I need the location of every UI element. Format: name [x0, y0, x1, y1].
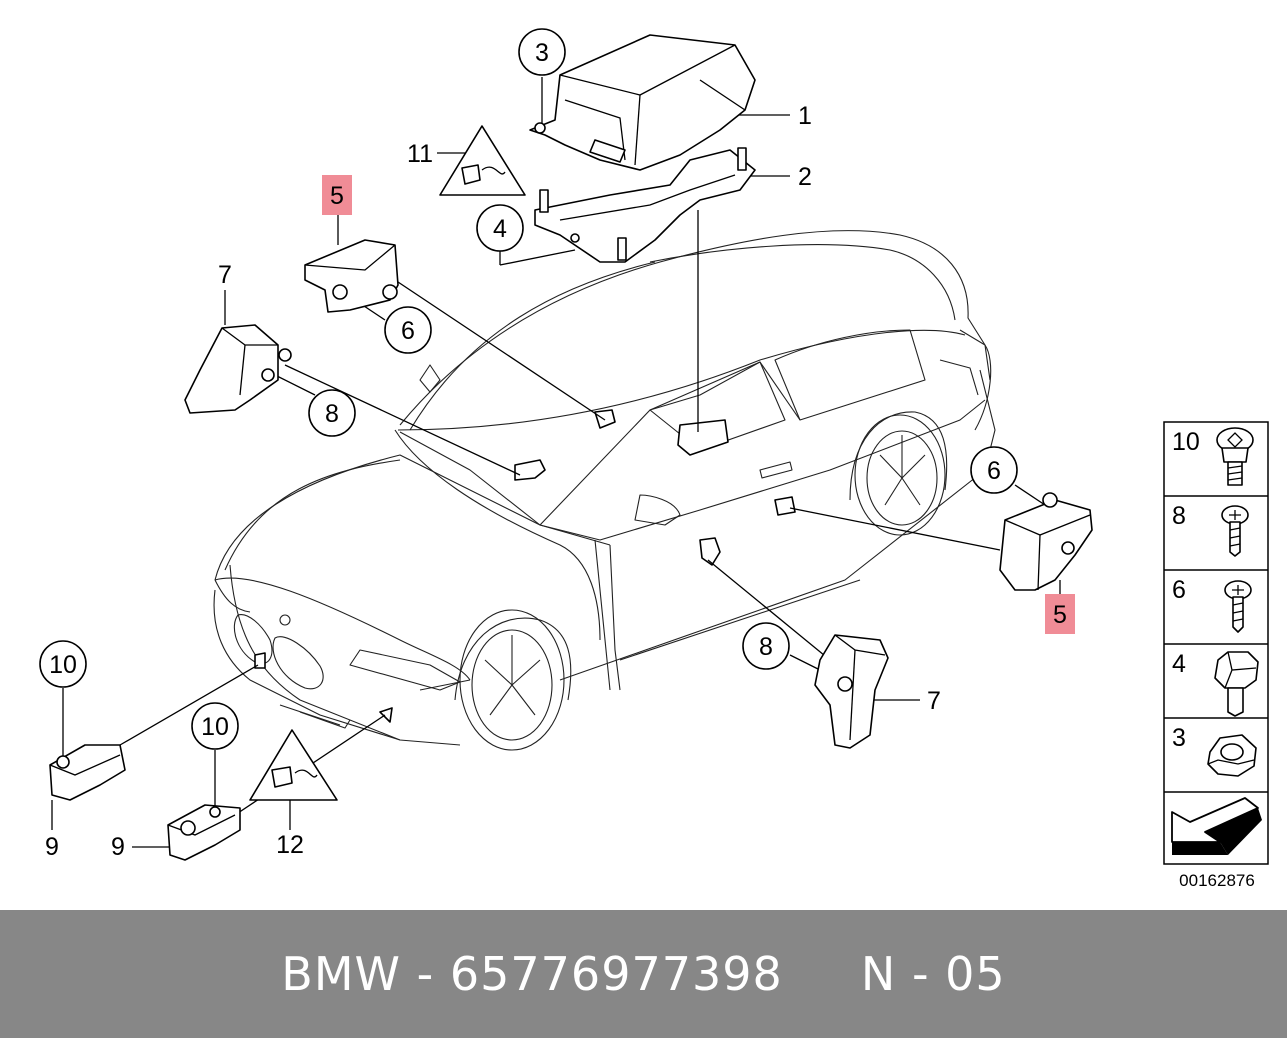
part-number-caption: BMW - 65776977398 N - 05 — [281, 947, 1006, 1001]
legend-num-10: 10 — [1172, 428, 1200, 456]
phillips-screw-icon-6 — [1224, 580, 1252, 633]
callout-3: 3 — [535, 39, 549, 67]
installation-arrow-icon — [1171, 797, 1262, 855]
highlight-5b — [1045, 594, 1075, 634]
phillips-screw-icon-8 — [1221, 505, 1249, 557]
callout-8a: 8 — [325, 400, 339, 428]
warning-triangle-12 — [249, 729, 338, 801]
front-sensor-a — [49, 744, 126, 801]
callout-10a: 10 — [49, 651, 77, 679]
callout-7b: 7 — [927, 687, 941, 715]
callout-6a: 6 — [401, 317, 415, 345]
callout-12: 12 — [276, 831, 304, 859]
callout-9a: 9 — [45, 833, 59, 861]
airbag-control-unit — [529, 34, 756, 171]
kidney-grille-right — [272, 636, 324, 690]
legend-num-4: 4 — [1172, 650, 1186, 678]
callout-2: 2 — [798, 163, 812, 191]
footer-bar: BMW - 65776977398 N - 05 — [0, 910, 1287, 1038]
highlight-5a — [322, 175, 352, 215]
callout-11: 11 — [407, 140, 433, 168]
legend-num-8: 8 — [1172, 502, 1186, 530]
kidney-grille-left — [233, 614, 273, 664]
callout-1: 1 — [798, 102, 812, 130]
legend-num-6: 6 — [1172, 576, 1186, 604]
callout-4: 4 — [493, 215, 507, 243]
callout-9b: 9 — [111, 833, 125, 861]
car-sensor-marks — [254, 409, 796, 723]
hex-nut-icon — [1207, 734, 1257, 777]
airbag-parts-diagram: 3 4 6 8 6 8 10 10 1 11 2 7 7 9 9 12 5 5 — [39, 28, 1269, 890]
callout-5b: 5 — [1053, 601, 1067, 629]
acceleration-sensor-right — [814, 634, 889, 749]
callout-6b: 6 — [987, 457, 1001, 485]
car-outline — [213, 230, 996, 751]
legend-num-3: 3 — [1172, 724, 1186, 752]
callout-5a: 5 — [330, 182, 344, 210]
callout-10b: 10 — [201, 713, 229, 741]
warning-triangle-11 — [439, 125, 526, 196]
side-impact-sensor-left — [304, 239, 399, 313]
acceleration-sensor-left — [184, 324, 292, 414]
front-sensor-b — [167, 804, 241, 861]
leader-lines — [51, 77, 1061, 848]
reference-code: 00162876 — [1179, 871, 1255, 890]
callout-7a: 7 — [218, 261, 232, 289]
callouts: 3 4 6 8 6 8 10 10 1 11 2 7 7 9 9 12 5 5 — [39, 28, 1075, 861]
torx-bolt-icon — [1216, 427, 1254, 486]
hex-bolt-icon — [1214, 651, 1259, 717]
fastener-legend: 10 8 6 4 3 — [1163, 421, 1269, 890]
callout-8b: 8 — [759, 633, 773, 661]
mounting-bracket — [534, 147, 756, 263]
side-impact-sensor-right — [999, 492, 1093, 591]
